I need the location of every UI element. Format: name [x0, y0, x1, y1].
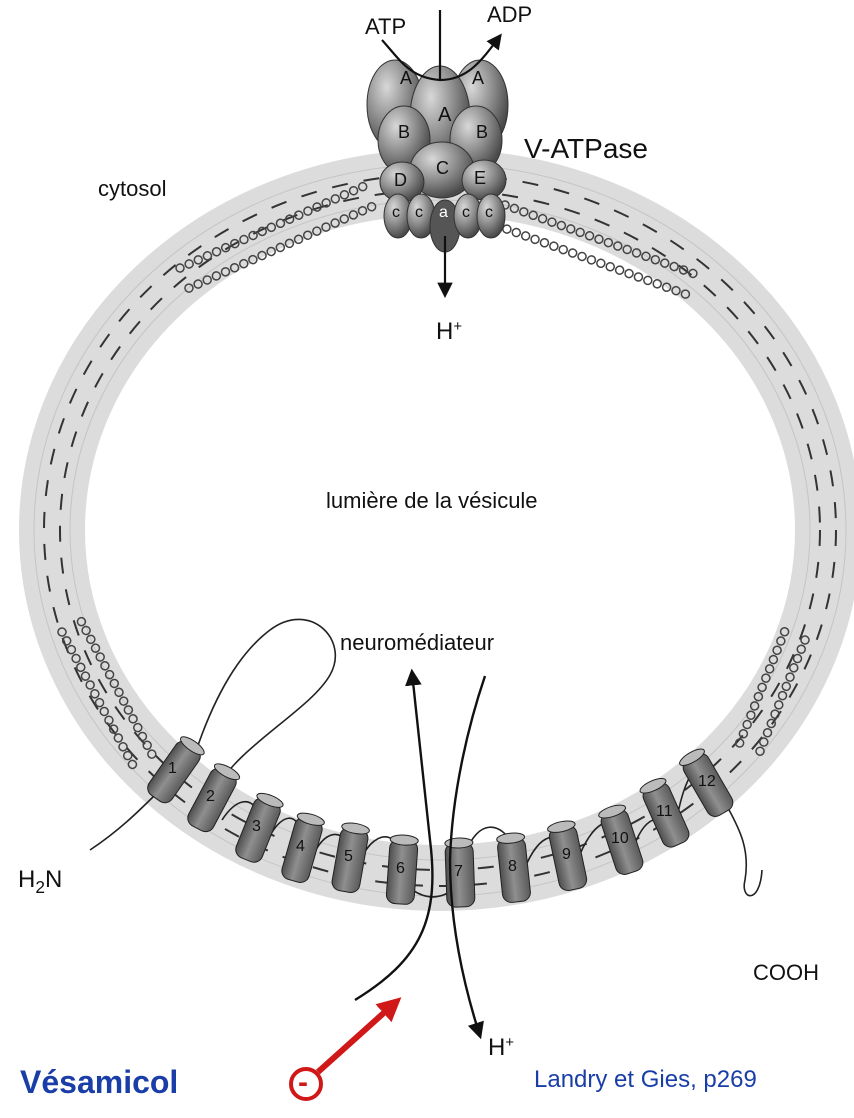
- subunit-e: E: [474, 168, 486, 189]
- helix-number-8: 8: [508, 858, 517, 876]
- helix-number-1: 1: [168, 760, 177, 778]
- h-plus-bottom-label: H+: [488, 1034, 514, 1062]
- helix-number-4: 4: [296, 838, 305, 856]
- h2n-h: H: [18, 866, 35, 893]
- lumen-label: lumière de la vésicule: [326, 488, 538, 514]
- helix-number-10: 10: [611, 830, 629, 848]
- h-plus-bottom-sup: +: [505, 1035, 514, 1051]
- subunit-c-upper: C: [436, 158, 449, 179]
- h2n-sub: 2: [35, 877, 45, 897]
- subunit-a-left: A: [400, 68, 412, 89]
- helix-number-6: 6: [396, 860, 405, 878]
- helix-number-5: 5: [344, 848, 353, 866]
- subunit-c2: c: [415, 204, 423, 222]
- v-atpase-label: V-ATPase: [524, 133, 648, 165]
- subunit-b-right: B: [476, 122, 488, 143]
- neuromediateur-label: neuromédiateur: [340, 630, 494, 656]
- h-plus-top-sup: +: [453, 319, 462, 335]
- subunit-a-center: A: [438, 104, 451, 127]
- h-plus-top-label: H+: [436, 318, 462, 346]
- helix-number-3: 3: [252, 818, 261, 836]
- helix-number-7: 7: [454, 863, 463, 881]
- subunit-c4: c: [485, 204, 493, 222]
- subunit-b-left: B: [398, 122, 410, 143]
- vesamicol-label: Vésamicol: [20, 1064, 178, 1101]
- subunit-d: D: [394, 170, 407, 191]
- h2n-n: N: [45, 866, 62, 893]
- cytosol-label: cytosol: [98, 176, 166, 202]
- subunit-a-right: A: [472, 68, 484, 89]
- helix-number-2: 2: [206, 788, 215, 806]
- helix-number-11: 11: [656, 803, 673, 821]
- subunit-c1: c: [392, 204, 400, 222]
- h2n-label: H2N: [18, 866, 62, 894]
- helix-number-9: 9: [562, 846, 571, 864]
- cooh-label: COOH: [753, 960, 819, 986]
- h-plus-top-h: H: [436, 318, 453, 345]
- subunit-a-membrane: a: [439, 204, 448, 222]
- adp-label: ADP: [487, 2, 532, 28]
- helix-number-12: 12: [698, 773, 716, 791]
- h-plus-bottom-h: H: [488, 1034, 505, 1061]
- subunit-c3: c: [462, 204, 470, 222]
- inhibitor-minus-sign: -: [298, 1066, 308, 1100]
- v-atpase-complex: [367, 60, 508, 252]
- citation-label: Landry et Gies, p269: [534, 1066, 757, 1094]
- inhibition-arrow: [318, 1002, 396, 1072]
- atp-label: ATP: [365, 14, 406, 40]
